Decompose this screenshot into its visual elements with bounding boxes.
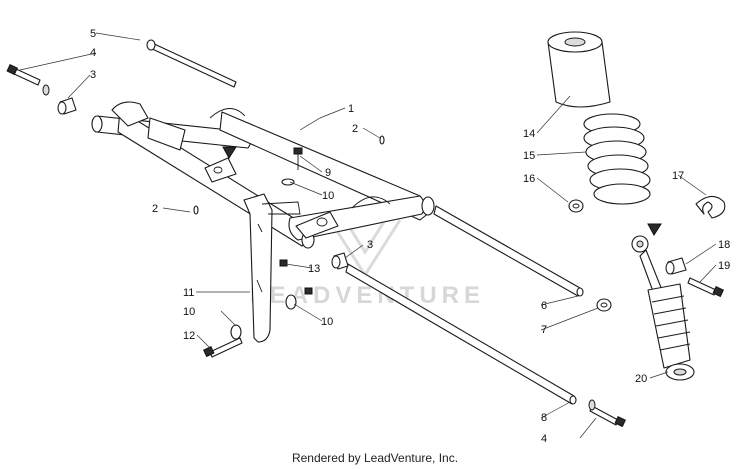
callout-10: 10 (321, 316, 333, 328)
callout-11: 11 (183, 287, 194, 299)
callout-1: 1 (348, 103, 354, 115)
callout-14: 14 (523, 128, 535, 140)
callout-10: 10 (183, 306, 195, 318)
callout-12: 12 (183, 330, 195, 342)
callout-16: 16 (523, 173, 535, 185)
bushings (57, 97, 687, 312)
arrow-down-icon (647, 223, 662, 236)
coil-spring (583, 113, 651, 205)
callouts: 1 2 2 3 3 4 4 5 6 7 8 9 10 10 10 11 12 1… (90, 28, 730, 445)
callout-20: 20 (635, 373, 647, 385)
callout-17: 17 (672, 170, 684, 182)
footer-credit: Rendered by LeadVenture, Inc. (291, 451, 459, 465)
callout-6: 6 (541, 300, 547, 312)
callout-4: 4 (90, 47, 96, 59)
fasteners (6, 64, 724, 428)
arrow-down-icon (222, 146, 237, 159)
rods (146, 39, 584, 405)
watermark-text: LEADVENTURE (250, 282, 485, 309)
callout-7: 7 (541, 324, 547, 336)
callout-4: 4 (541, 433, 547, 445)
callout-19: 19 (718, 260, 730, 272)
callout-18: 18 (718, 239, 730, 251)
callout-5: 5 (90, 28, 96, 40)
leader-lines (19, 32, 717, 439)
callout-13: 13 (308, 263, 320, 275)
callout-15: 15 (523, 150, 535, 162)
direction-arrows (222, 146, 662, 236)
callout-3: 3 (367, 239, 373, 251)
callout-10: 10 (322, 190, 334, 202)
callout-3: 3 (90, 69, 96, 81)
callout-2: 2 (152, 203, 158, 215)
callout-9: 9 (325, 167, 331, 179)
bracket (243, 193, 301, 343)
shock-absorber (547, 31, 726, 381)
callout-2: 2 (352, 123, 358, 135)
callout-8: 8 (541, 412, 547, 424)
